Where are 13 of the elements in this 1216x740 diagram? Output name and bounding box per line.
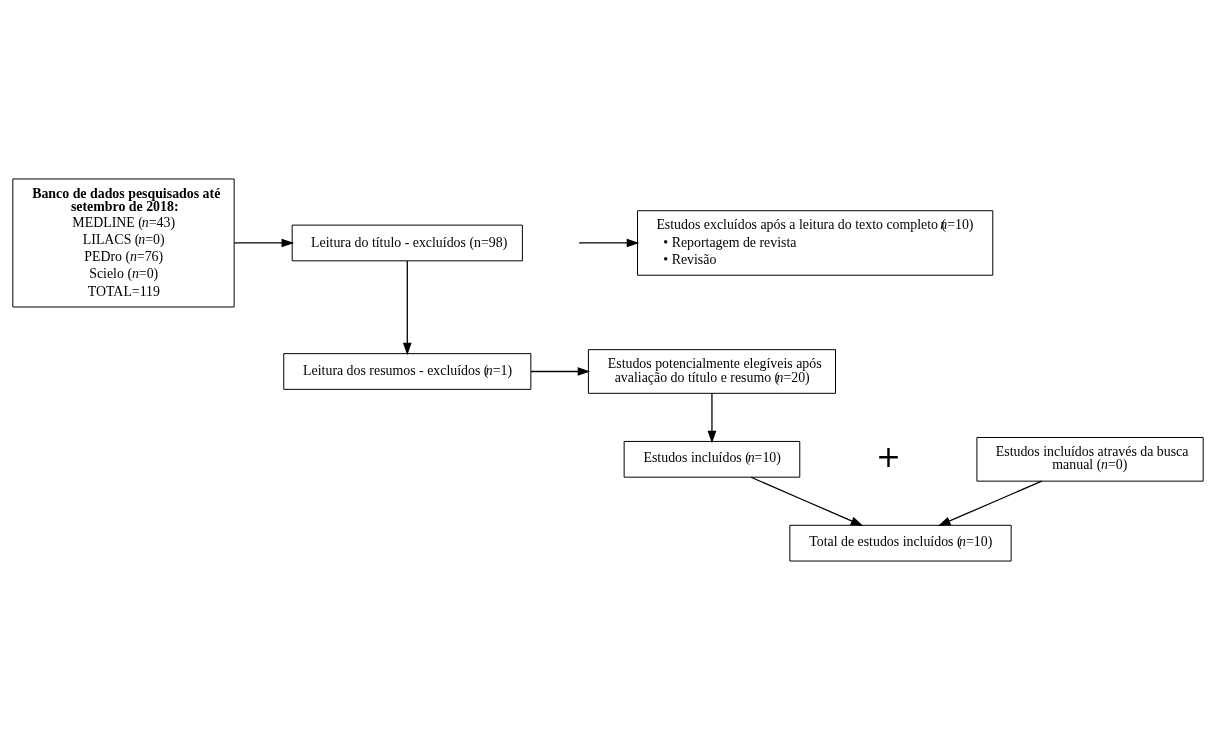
node-box: Total de estudos incluídos (n=10): [789, 524, 1012, 562]
arrow: [750, 476, 864, 526]
node-box: Leitura do título - excluídos (n=98): [291, 224, 523, 262]
arrow: [938, 480, 1043, 526]
arrow: [530, 367, 591, 376]
node-box: Banco de dados pesquisados até setembro de 2018: MEDLINE (n=43) LILACS (n=0) PEDro (n=76) Scielo (n=0) TOTAL=119: [12, 178, 235, 308]
node-box: Estudos incluídos (n=10): [623, 440, 801, 478]
node-box: Estudos incluídos através da busca manual (n=0): [976, 437, 1204, 482]
arrow: [707, 393, 717, 444]
arrow: [402, 260, 412, 356]
label: +: [876, 438, 902, 474]
arrow: [233, 238, 295, 248]
arrow: [579, 238, 640, 248]
